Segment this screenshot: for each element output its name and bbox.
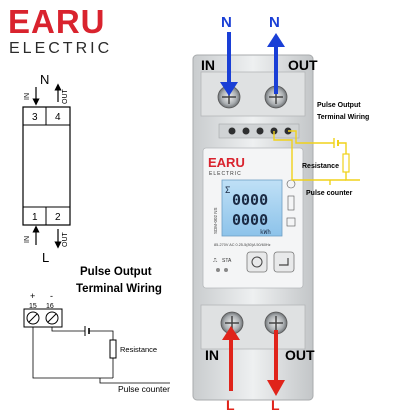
terminal-3-label: 3 — [32, 112, 38, 123]
right-resistance-label: Resistance — [302, 163, 339, 170]
terminal-1-label: 1 — [32, 212, 38, 223]
left-top-out-label: OUT — [62, 89, 69, 105]
sta-label: STA — [222, 258, 232, 264]
line-out-arrow-shaft — [274, 330, 278, 382]
neutral-in-label: N — [221, 14, 232, 31]
panel-tagline: ELECTRIC — [209, 171, 242, 177]
neutral-in-arrow-head — [220, 82, 238, 96]
left-line-label: L — [42, 250, 49, 265]
neutral-in-arrow-shaft — [227, 32, 231, 84]
brand-name: EARU — [8, 3, 106, 40]
terminal-2-label: 2 — [55, 212, 61, 223]
device-bottom-in-label: IN — [205, 347, 219, 363]
panel-spec: 85-270V AC 0.25-5(80)A 50/60Hz — [214, 243, 271, 247]
pulse-led-icon: ⎍ — [213, 257, 218, 264]
lcd-sigma: Σ — [225, 186, 230, 196]
panel-thermo-icon — [287, 195, 295, 211]
terminal-4-label: 4 — [55, 112, 61, 123]
panel-square-icon — [286, 217, 296, 227]
lcd-reading-1: 0000 — [232, 191, 268, 209]
pulse-terminal-16: 16 — [46, 303, 54, 310]
pulse-resistance-label: Resistance — [120, 345, 157, 354]
right-resistor — [342, 153, 350, 173]
left-top-in-label: IN — [24, 93, 31, 100]
lcd-screen — [221, 179, 283, 237]
lcd-unit: kWh — [260, 229, 271, 236]
line-out-label: L — [271, 397, 280, 413]
right-pulse-title-1: Pulse Output — [317, 102, 361, 109]
pulse-terminal-block — [23, 308, 63, 328]
neutral-arrows: N N — [220, 14, 285, 96]
line-in-label: L — [226, 397, 235, 413]
right-pulse-wiring: Pulse Output Terminal Wiring Resistance … — [273, 102, 369, 197]
pulse-hole-1 — [228, 127, 236, 135]
right-pulse-title-2: Terminal Wiring — [317, 114, 369, 121]
right-counter-label: Pulse counter — [306, 190, 353, 197]
pulse-hole-2 — [242, 127, 250, 135]
bottom-terminal-housing — [200, 304, 306, 350]
pulse-screw-16 — [45, 311, 59, 325]
pulse-screw-15 — [26, 311, 40, 325]
lcd-reading-2: 0000 — [232, 211, 268, 229]
neutral-out-label: N — [269, 14, 280, 31]
panel-brand: EARU — [208, 155, 245, 170]
left-schematic: N IN OUT 3 4 1 2 IN OUT L — [22, 72, 71, 265]
energy-meter-device: EARU ELECTRIC Σ 0000 0000 kWh SDM-002 NS… — [192, 54, 318, 401]
pulse-plus-label: + — [30, 291, 35, 301]
neutral-out-arrow-head — [267, 33, 285, 47]
pulse-title-line2: Terminal Wiring — [76, 283, 162, 295]
device-top-out-label: OUT — [288, 57, 318, 73]
enter-icon — [279, 258, 289, 266]
line-out-arrow-head — [267, 380, 285, 396]
pulse-resistor — [109, 339, 117, 359]
device-bottom-out-label: OUT — [285, 347, 315, 363]
pulse-wiring-section: Pulse Output Terminal Wiring + - 15 16 R… — [23, 266, 170, 394]
device-top-in-label: IN — [201, 57, 215, 73]
brand-tagline: ELECTRIC — [9, 40, 112, 57]
sta-led — [224, 268, 228, 272]
cycle-button[interactable] — [246, 251, 268, 273]
left-bottom-in-label: IN — [24, 236, 31, 243]
line-arrows: L L — [222, 326, 285, 413]
pulse-led — [216, 268, 220, 272]
enter-button[interactable] — [273, 251, 295, 273]
line-in-arrow-shaft — [229, 339, 233, 391]
pulse-minus-label: - — [50, 291, 53, 301]
pulse-terminal-15: 15 — [29, 303, 37, 310]
panel-info-icon — [286, 179, 296, 189]
pulse-hole-3 — [256, 127, 264, 135]
neutral-out-arrow-shaft — [274, 46, 278, 94]
left-bottom-out-label: OUT — [62, 232, 69, 248]
top-terminal-housing — [200, 71, 306, 117]
line-in-arrow-head — [222, 326, 240, 340]
panel-model: SDM-002 NS — [213, 207, 218, 234]
pulse-counter-label: Pulse counter — [118, 384, 170, 394]
brand-logo: EARU ELECTRIC — [8, 3, 112, 57]
pulse-title-line1: Pulse Output — [80, 266, 152, 278]
cycle-icon — [251, 256, 263, 268]
left-neutral-label: N — [40, 72, 49, 87]
